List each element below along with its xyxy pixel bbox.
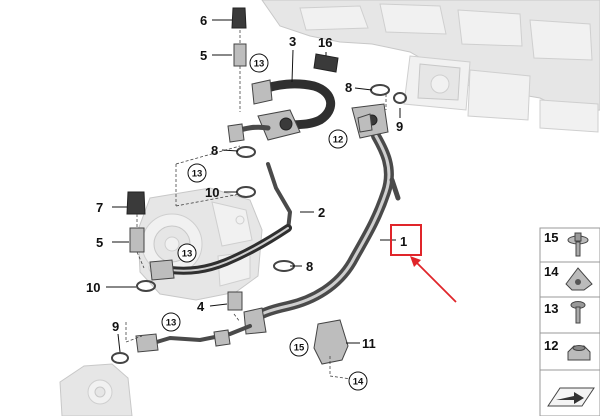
direction-arrow-icon — [547, 387, 595, 407]
callout-8-mid: 8 — [211, 143, 218, 158]
svg-text:13: 13 — [192, 169, 203, 180]
callout-16: 16 — [318, 35, 332, 50]
leader-lines — [106, 19, 401, 353]
circled-12: 12 — [328, 129, 348, 149]
discharge-hose — [227, 79, 335, 143]
callout-7: 7 — [96, 200, 103, 215]
svg-text:12: 12 — [333, 135, 344, 146]
callout-8-top-right: 8 — [345, 80, 352, 95]
svg-text:13: 13 — [166, 318, 177, 329]
valve-core-5-left — [129, 227, 145, 253]
service-cap-7 — [126, 191, 146, 215]
clip-nut-icon — [565, 267, 593, 291]
screw-icon — [570, 301, 586, 324]
bracket-11 — [313, 319, 349, 365]
svg-text:13: 13 — [182, 249, 193, 260]
callout-10-left: 10 — [86, 280, 100, 295]
legend-item-14: 14 — [544, 264, 593, 291]
circled-13-left: 13 — [177, 243, 197, 263]
highlight-arrowhead — [410, 256, 421, 267]
legend-number: 13 — [544, 301, 558, 316]
fitting-12-top — [357, 113, 373, 133]
circled-13-top: 13 — [249, 53, 269, 73]
callout-3: 3 — [289, 34, 296, 49]
circled-14: 14 — [348, 371, 368, 391]
dryer-ghost — [59, 363, 133, 416]
svg-text:15: 15 — [294, 343, 305, 354]
legend-number: 15 — [544, 230, 558, 245]
legend-item-12: 12 — [544, 338, 591, 361]
circled-15: 15 — [289, 337, 309, 357]
legend-item-arrow — [547, 387, 595, 407]
circled-callouts: 13 12 13 13 13 15 14 — [161, 53, 368, 391]
callout-1: 1 — [400, 234, 407, 249]
callout-9-bottom: 9 — [112, 319, 119, 334]
circled-13-mid: 13 — [187, 163, 207, 183]
valve-core-5-top — [233, 43, 247, 67]
highlight-arrow — [413, 259, 457, 303]
compressor-ghost — [137, 187, 263, 301]
pressure-pipe — [149, 162, 292, 281]
svg-text:13: 13 — [254, 59, 265, 70]
legend-number: 12 — [544, 338, 558, 353]
fastener-legend: 15 14 13 12 — [539, 227, 600, 416]
highlight-box — [390, 224, 422, 256]
callout-8-right: 8 — [306, 259, 313, 274]
callout-10-mid: 10 — [205, 185, 219, 200]
bolt-with-washer-icon — [567, 232, 589, 257]
callout-5-left: 5 — [96, 235, 103, 250]
assembly-dash-lines — [125, 30, 387, 381]
circled-13-bottom: 13 — [161, 312, 181, 332]
callout-5-top: 5 — [200, 48, 207, 63]
legend-item-15: 15 — [544, 230, 589, 257]
seal-plate-16 — [313, 53, 339, 73]
hex-nut-icon — [567, 345, 591, 361]
highlight-marker — [390, 224, 457, 303]
pressure-sensor-6 — [231, 7, 247, 29]
engine-block-ghost — [261, 0, 600, 133]
callout-9-right: 9 — [396, 119, 403, 134]
sensor-4 — [227, 291, 243, 311]
legend-item-13: 13 — [544, 301, 586, 324]
callout-4: 4 — [197, 299, 205, 314]
callout-6: 6 — [200, 13, 207, 28]
callout-11: 11 — [362, 336, 376, 351]
callout-2: 2 — [318, 205, 325, 220]
legend-number: 14 — [544, 264, 559, 279]
callout-labels: 1 2 3 4 5 5 6 7 8 8 8 9 9 10 10 11 16 — [86, 13, 407, 351]
svg-text:14: 14 — [353, 377, 364, 388]
liquid-pipe — [135, 324, 252, 353]
